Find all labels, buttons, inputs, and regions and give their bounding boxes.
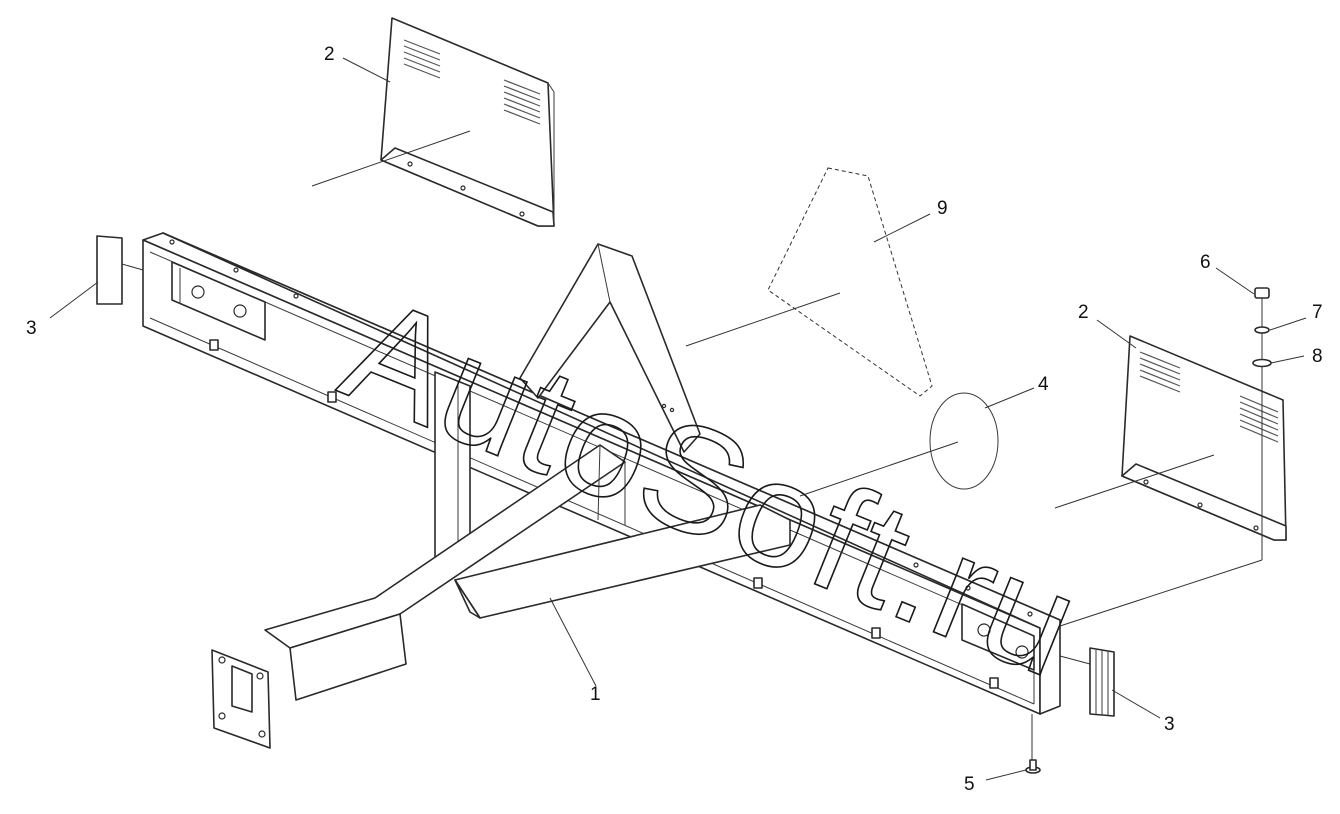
callout-1: 1 — [590, 684, 601, 705]
nut — [1254, 287, 1270, 299]
mounting-plate-left — [171, 261, 266, 341]
reflector-disc — [929, 392, 999, 490]
triangular-bracket — [519, 243, 701, 453]
callout-7: 7 — [1312, 302, 1323, 323]
callout-3a: 3 — [26, 318, 37, 339]
mounting-plate-right — [961, 603, 1035, 671]
vent-grille-left-top — [403, 39, 441, 79]
axis-line-disc — [799, 441, 959, 497]
vent-grille-right-bottom — [1239, 395, 1279, 443]
axis-line-hardware-to-frame — [1059, 559, 1263, 627]
vent-grille-right-top — [1139, 351, 1181, 393]
callout-3b: 3 — [1164, 714, 1175, 735]
vent-grille-left-bottom — [503, 79, 541, 125]
axis-line-mudguard-left — [311, 130, 471, 187]
callout-9: 9 — [937, 198, 948, 219]
leader-7 — [1269, 317, 1307, 331]
reflector-plate-left — [96, 235, 123, 305]
lock-washer — [1254, 326, 1270, 334]
callout-2a: 2 — [324, 44, 335, 65]
hitch-plate — [211, 649, 271, 749]
flat-washer — [1252, 358, 1272, 368]
warning-sign-outline — [767, 167, 933, 397]
axis-line-mudguard-right — [1054, 454, 1215, 509]
callout-8: 8 — [1312, 346, 1323, 367]
leader-6 — [1215, 267, 1255, 295]
leader-2b — [1096, 319, 1137, 349]
leader-8 — [1270, 355, 1305, 364]
callout-4: 4 — [1038, 374, 1049, 395]
reflector-plate-right — [1089, 647, 1115, 717]
leader-1 — [549, 597, 597, 687]
callout-6: 6 — [1200, 252, 1211, 273]
mudguard-left — [380, 17, 555, 227]
axis-line-sign — [685, 292, 841, 347]
leader-2a — [342, 57, 391, 83]
callout-2b: 2 — [1078, 302, 1089, 323]
leader-5 — [985, 769, 1027, 781]
leader-3a — [49, 281, 99, 319]
drawbar — [264, 444, 791, 701]
axis-line-plate-left — [121, 263, 144, 271]
axis-line-plate-right — [1059, 655, 1091, 665]
leader-4 — [984, 387, 1035, 409]
leader-3b — [1111, 689, 1161, 719]
callout-5: 5 — [964, 774, 975, 795]
mudguard-right — [1121, 335, 1287, 541]
bolt — [1025, 714, 1041, 774]
leader-9 — [873, 213, 931, 243]
